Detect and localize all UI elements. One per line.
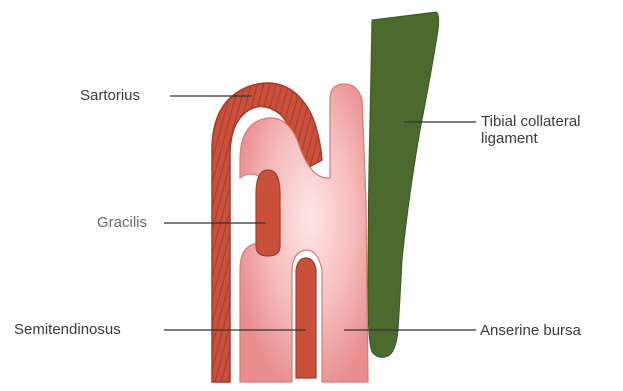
tibial-collateral-ligament-label: Tibial collateral ligament	[481, 113, 581, 147]
semitendinosus-muscle	[296, 258, 316, 378]
tibial-collateral-ligament	[368, 12, 439, 357]
sartorius-label: Sartorius	[80, 87, 140, 104]
gracilis-label: Gracilis	[97, 214, 147, 231]
gracilis-muscle	[256, 170, 280, 256]
anserine-bursa-label: Anserine bursa	[480, 322, 581, 339]
tibial-collateral-label-line1: Tibial collateral	[481, 113, 581, 130]
semitendinosus-label: Semitendinosus	[14, 321, 121, 338]
tibial-collateral-label-line2: ligament	[481, 130, 581, 147]
